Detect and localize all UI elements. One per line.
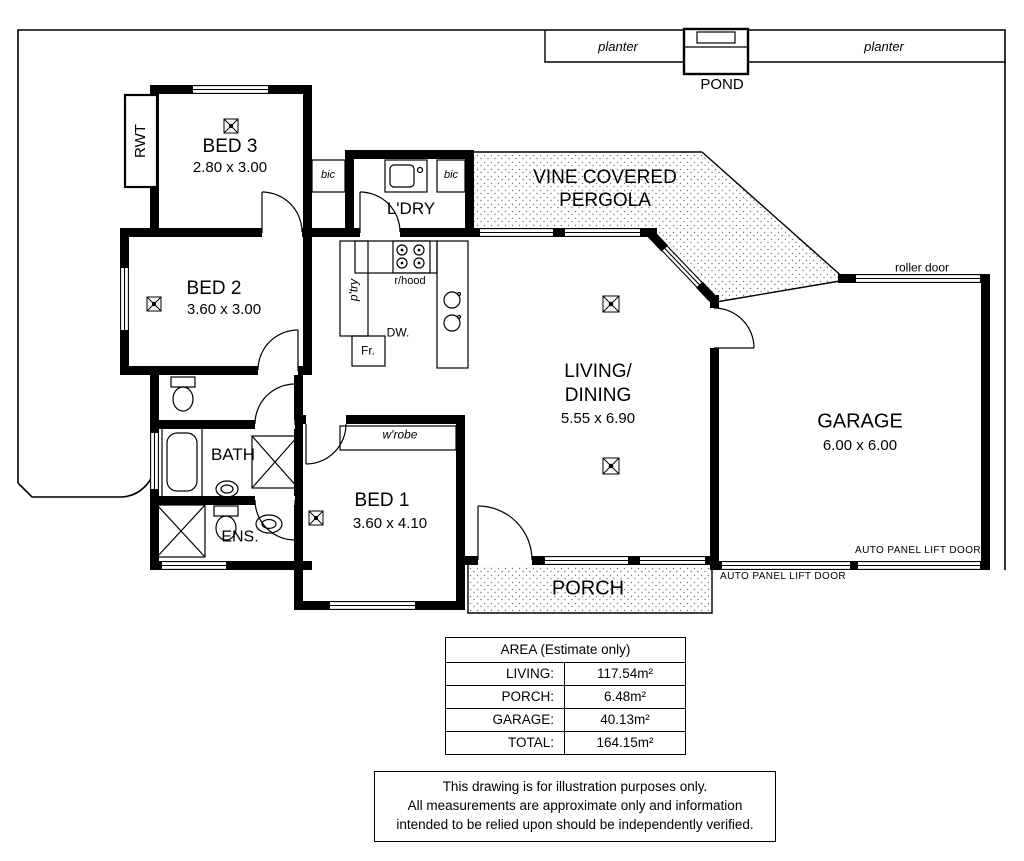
disclaimer-line3: intended to be relied upon should be ind… — [396, 817, 754, 832]
area-row-garage-label: GARAGE: — [492, 712, 554, 727]
area-row-living-value: 117.54m² — [564, 663, 685, 685]
room-label-bed3: BED 3 — [202, 136, 258, 158]
room-label-bed2: BED 2 — [186, 278, 242, 300]
door-arcs — [254, 191, 755, 561]
area-row-total-label: TOTAL: — [507, 735, 554, 750]
diagonal-wall — [647, 230, 718, 304]
area-row-garage-value: 40.13m² — [564, 709, 685, 731]
ens-shower-icon — [156, 504, 206, 558]
room-dims-bed2: 3.60 x 3.00 — [186, 301, 262, 319]
ceiling-light-icons — [146, 118, 620, 526]
diagonal-window — [661, 245, 703, 288]
area-row-porch-label: PORCH: — [501, 689, 554, 704]
room-label-garage: GARAGE — [817, 410, 903, 433]
planter-strip — [544, 30, 1005, 63]
room-label-porch: PORCH — [551, 577, 625, 600]
room-dims-bed3: 2.80 x 3.00 — [192, 159, 268, 177]
room-label-bed1: BED 1 — [354, 490, 410, 512]
area-table-title: AREA (Estimate only) — [500, 642, 631, 657]
table-row: LIVING: 117.54m² — [446, 662, 685, 685]
dishwasher-label: DW. — [386, 325, 410, 340]
cupboards — [311, 159, 466, 451]
rangehood-label: r/hood — [394, 275, 426, 288]
area-row-total-value: 164.15m² — [564, 732, 685, 754]
fridge-label: Fr. — [361, 343, 375, 358]
pergola-label-line1: VINE COVERED — [533, 167, 677, 189]
lift-door-right-opening — [858, 561, 980, 570]
stove-icon — [392, 240, 431, 274]
wardrobe-label: w'robe — [382, 427, 418, 442]
porch-outline — [467, 565, 713, 614]
bath-basin-icon — [215, 480, 239, 498]
bath-shower-icon — [251, 435, 299, 489]
porch-area — [468, 565, 712, 613]
roller-door-label: roller door — [894, 260, 950, 275]
planter-left-label: planter — [598, 39, 638, 55]
ens-toilet-icon — [213, 505, 239, 541]
rwt-label: RWT — [132, 124, 150, 158]
sink-icon — [443, 291, 462, 332]
room-label-living-line2: DINING — [564, 385, 632, 407]
room-label-bath: BATH — [210, 445, 256, 465]
bic-right-label: bic — [443, 169, 459, 182]
room-dims-garage: 6.00 x 6.00 — [822, 437, 898, 455]
disclaimer-line2: All measurements are approximate only an… — [407, 798, 743, 813]
pantry-label: p'try — [346, 278, 361, 302]
room-label-ldry: L'DRY — [386, 199, 436, 219]
area-row-living-label: LIVING: — [505, 666, 554, 681]
disclaimer-box: This drawing is for illustration purpose… — [374, 771, 776, 842]
rwt-tank — [123, 93, 159, 189]
door-openings — [255, 228, 719, 565]
table-row: TOTAL: 164.15m² — [446, 731, 685, 754]
room-label-ens: ENS. — [221, 528, 259, 546]
bic-left-label: bic — [320, 169, 336, 182]
windows — [120, 85, 705, 610]
area-row-porch-value: 6.48m² — [564, 686, 685, 708]
area-table: AREA (Estimate only) LIVING: 117.54m² PO… — [445, 637, 686, 755]
room-dims-living: 5.55 x 6.90 — [560, 410, 636, 428]
room-label-living-line1: LIVING/ — [564, 361, 632, 383]
pond-label: POND — [700, 76, 744, 94]
pergola-area — [474, 152, 846, 302]
table-row: GARAGE: 40.13m² — [446, 708, 685, 731]
planter-right-label: planter — [864, 39, 904, 55]
pergola-label-line2: PERGOLA — [559, 190, 651, 212]
wc-toilet-icon — [170, 376, 196, 412]
auto-lift-door-left-label: AUTO PANEL LIFT DOOR — [720, 570, 846, 582]
property-boundary — [17, 29, 1006, 570]
bathtub-icon — [161, 426, 203, 498]
disclaimer-line1: This drawing is for illustration purpose… — [442, 779, 708, 794]
room-dims-bed1: 3.60 x 4.10 — [352, 515, 428, 533]
pond-icon — [682, 27, 750, 76]
lift-door-left-opening — [722, 561, 850, 570]
laundry-trough-icon — [384, 159, 428, 193]
table-row: PORCH: 6.48m² — [446, 685, 685, 708]
roller-door-opening — [856, 274, 980, 283]
ens-basin-icon — [255, 514, 283, 534]
auto-lift-door-right-label: AUTO PANEL LIFT DOOR — [855, 544, 981, 556]
pergola-outline — [474, 151, 847, 303]
